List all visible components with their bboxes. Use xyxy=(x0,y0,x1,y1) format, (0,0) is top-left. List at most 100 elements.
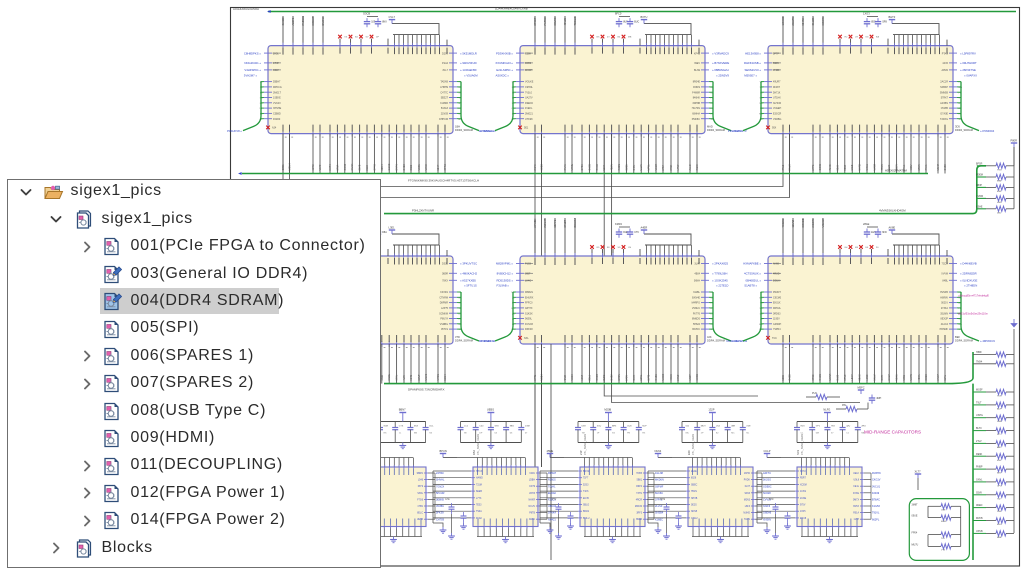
svg-text:BFSR: BFSR xyxy=(976,162,983,165)
svg-text:UE7R: UE7R xyxy=(417,519,423,521)
svg-text:CT: CT xyxy=(959,98,963,100)
svg-text:H6R8V: H6R8V xyxy=(940,296,948,299)
svg-text:R6X0: R6X0 xyxy=(696,164,699,171)
svg-text:HE13A958 «: HE13A958 « xyxy=(745,51,761,55)
svg-text:71HD: 71HD xyxy=(829,164,832,170)
svg-text:RE9K: RE9K xyxy=(976,453,983,456)
svg-text:BMLU: BMLU xyxy=(583,518,590,520)
svg-text:64: 64 xyxy=(495,433,498,435)
svg-text:7TDR: 7TDR xyxy=(881,164,884,171)
svg-text:RKB3: RKB3 xyxy=(655,374,658,381)
svg-text:K7AL: K7AL xyxy=(396,374,399,381)
svg-text:» 2DRN825R: » 2DRN825R xyxy=(960,272,977,276)
svg-text:VT3: VT3 xyxy=(941,550,946,552)
svg-text:5B81: 5B81 xyxy=(637,480,643,482)
svg-text:S9PMF: S9PMF xyxy=(655,485,664,488)
svg-text:MU7U: MU7U xyxy=(912,543,919,546)
svg-text:XP71: XP71 xyxy=(534,374,537,381)
svg-text:88: 88 xyxy=(607,247,610,249)
svg-text:NCUV: NCUV xyxy=(528,506,535,508)
svg-text:S3ER: S3ER xyxy=(896,164,899,171)
svg-text:MID-RANGE CAPACITORS: MID-RANGE CAPACITORS xyxy=(864,430,921,435)
svg-text:SS5L: SS5L xyxy=(417,493,423,495)
svg-text:KU80R: KU80R xyxy=(440,102,448,105)
svg-text:D5: D5 xyxy=(459,313,463,315)
svg-text:6G: 6G xyxy=(866,37,869,39)
svg-text:CT6: CT6 xyxy=(634,231,639,234)
svg-text:0CR2: 0CR2 xyxy=(525,62,532,65)
svg-text:1GM: 1GM xyxy=(525,426,530,428)
svg-text:3MG21: 3MG21 xyxy=(525,113,534,116)
svg-text:L3E1: L3E1 xyxy=(389,226,396,230)
svg-text:MC: MC xyxy=(731,433,735,435)
svg-text:DBL: DBL xyxy=(997,212,1002,214)
svg-text:HG7SN: HG7SN xyxy=(692,107,701,110)
svg-text:LDBH: LDBH xyxy=(529,480,535,482)
svg-text:MC: MC xyxy=(686,433,690,435)
svg-text:TUS: TUS xyxy=(997,396,1002,398)
svg-text:5KLM: 5KLM xyxy=(873,374,876,380)
svg-text:XNB: XNB xyxy=(997,421,1002,423)
svg-text:F66F9: F66F9 xyxy=(693,86,701,89)
svg-text:5K3SG: 5K3SG xyxy=(763,479,771,482)
svg-text:M5FC: M5FC xyxy=(858,386,865,390)
svg-text:CCLP: CCLP xyxy=(764,449,771,453)
svg-text:BXN4E: BXN4E xyxy=(692,296,700,299)
svg-text:L4: L4 xyxy=(711,313,714,315)
svg-text:8P9BF: 8P9BF xyxy=(533,17,537,25)
svg-text:XGC75: XGC75 xyxy=(811,218,815,227)
svg-text:SC8M: SC8M xyxy=(925,374,928,381)
svg-text:88: 88 xyxy=(464,433,467,435)
svg-text:KSHE: KSHE xyxy=(976,205,983,208)
svg-text:M2N3: M2N3 xyxy=(744,499,751,501)
svg-text:9CAK: 9CAK xyxy=(476,517,482,520)
svg-text:C51B5: C51B5 xyxy=(941,107,949,110)
svg-text:1XF5: 1XF5 xyxy=(800,511,806,513)
svg-text:CLU21: CLU21 xyxy=(811,17,815,26)
svg-text:V726: V726 xyxy=(903,374,906,380)
svg-text:MDV: MDV xyxy=(701,426,706,428)
svg-text:P80R: P80R xyxy=(1011,139,1018,143)
svg-text:B7D: B7D xyxy=(769,499,774,501)
svg-text:NL: NL xyxy=(959,329,963,331)
svg-text:PVDK: PVDK xyxy=(744,480,751,482)
svg-text:AX: AX xyxy=(459,118,462,121)
svg-text:» N1UP27V: » N1UP27V xyxy=(732,129,747,133)
svg-text:» 26P4F7SE: » 26P4F7SE xyxy=(960,68,976,72)
svg-text:T9LT: T9LT xyxy=(976,401,982,404)
svg-text:NLP: NLP xyxy=(642,426,647,428)
svg-text:RFEP: RFEP xyxy=(888,374,891,381)
svg-text:VDB1: VDB1 xyxy=(418,164,421,171)
svg-text:V7AC: V7AC xyxy=(425,164,428,171)
svg-text:S84B: S84B xyxy=(359,164,362,170)
svg-text:XLT7: XLT7 xyxy=(915,470,922,474)
svg-text:55BH7: 55BH7 xyxy=(273,81,281,84)
svg-text:M20B: M20B xyxy=(604,408,611,412)
svg-text:VSRBG: VSRBG xyxy=(773,118,782,121)
svg-text:90: 90 xyxy=(876,247,879,249)
svg-text:1CSS: 1CSS xyxy=(800,491,806,493)
svg-text:VB: VB xyxy=(459,308,462,310)
svg-text:M4RFG: M4RFG xyxy=(692,302,701,305)
svg-text:1T8N: 1T8N xyxy=(417,506,423,508)
svg-text:RT0S: RT0S xyxy=(812,374,815,380)
svg-text:SBEC: SBEC xyxy=(691,484,698,486)
svg-text:1KHD: 1KHD xyxy=(744,473,750,475)
svg-text:PR2DT: PR2DT xyxy=(773,291,781,294)
svg-text:LP: LP xyxy=(459,108,462,110)
svg-text:P7V: P7V xyxy=(552,499,557,501)
svg-text:9F48T: 9F48T xyxy=(773,86,780,89)
svg-text:MPKCG: MPKCG xyxy=(273,86,282,89)
svg-text:T91VL: T91VL xyxy=(872,512,880,515)
svg-text:UA27V: UA27V xyxy=(525,97,533,100)
svg-text:» 68B9NG2H: » 68B9NG2H xyxy=(712,68,729,72)
svg-text:UXH3: UXH3 xyxy=(529,493,536,495)
svg-text:5V: 5V xyxy=(459,92,462,94)
svg-text:5PUUR: 5PUUR xyxy=(436,492,445,495)
svg-text:XTU2: XTU2 xyxy=(844,374,847,381)
svg-text:XNS6V: XNS6V xyxy=(763,518,772,521)
svg-text:DDR4_SDRAM: DDR4_SDRAM xyxy=(955,128,973,132)
svg-text:T1F6: T1F6 xyxy=(583,491,589,493)
svg-text:7FLD: 7FLD xyxy=(782,164,785,170)
svg-text:D8A: D8A xyxy=(382,231,387,234)
